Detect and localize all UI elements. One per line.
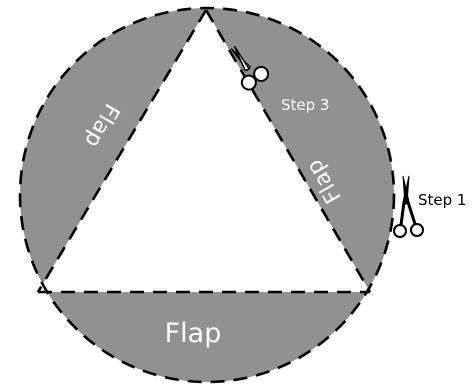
scissors-icon xyxy=(230,45,270,91)
circle-cut-line xyxy=(18,6,396,384)
scissors-icon xyxy=(393,175,424,238)
flap-label-bottom: Flap xyxy=(165,318,222,349)
step-1-label: Step 1 xyxy=(418,191,466,209)
step-3-label: Step 3 xyxy=(281,96,329,114)
triangle-cut-line-right xyxy=(204,9,372,293)
triangle-cut-line-left xyxy=(36,9,208,293)
center-triangle xyxy=(38,10,370,292)
